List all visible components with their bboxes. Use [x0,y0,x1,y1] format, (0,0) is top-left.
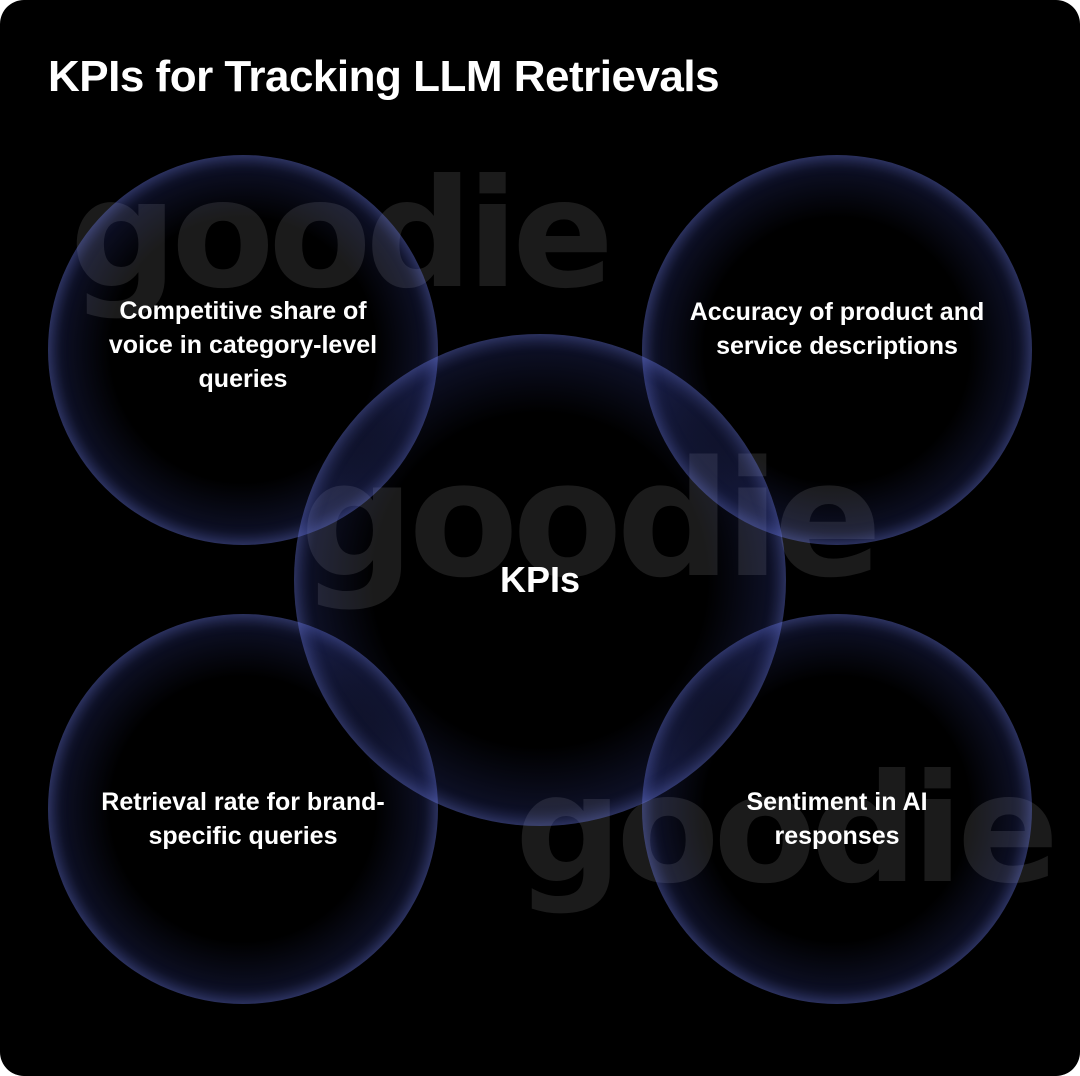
center-label: KPIs [499,559,581,600]
kpi-label: Retrieval rate for brand-specific querie… [101,788,385,850]
kpi-label: Competitive share of voice in category-l… [108,297,378,393]
kpi-label: Sentiment in AI responses [746,788,928,850]
kpi-center-circle: KPIs [294,334,786,826]
kpi-label: Accuracy of product and service descript… [689,298,985,360]
page-title: KPIs for Tracking LLM Retrievals [48,52,720,101]
